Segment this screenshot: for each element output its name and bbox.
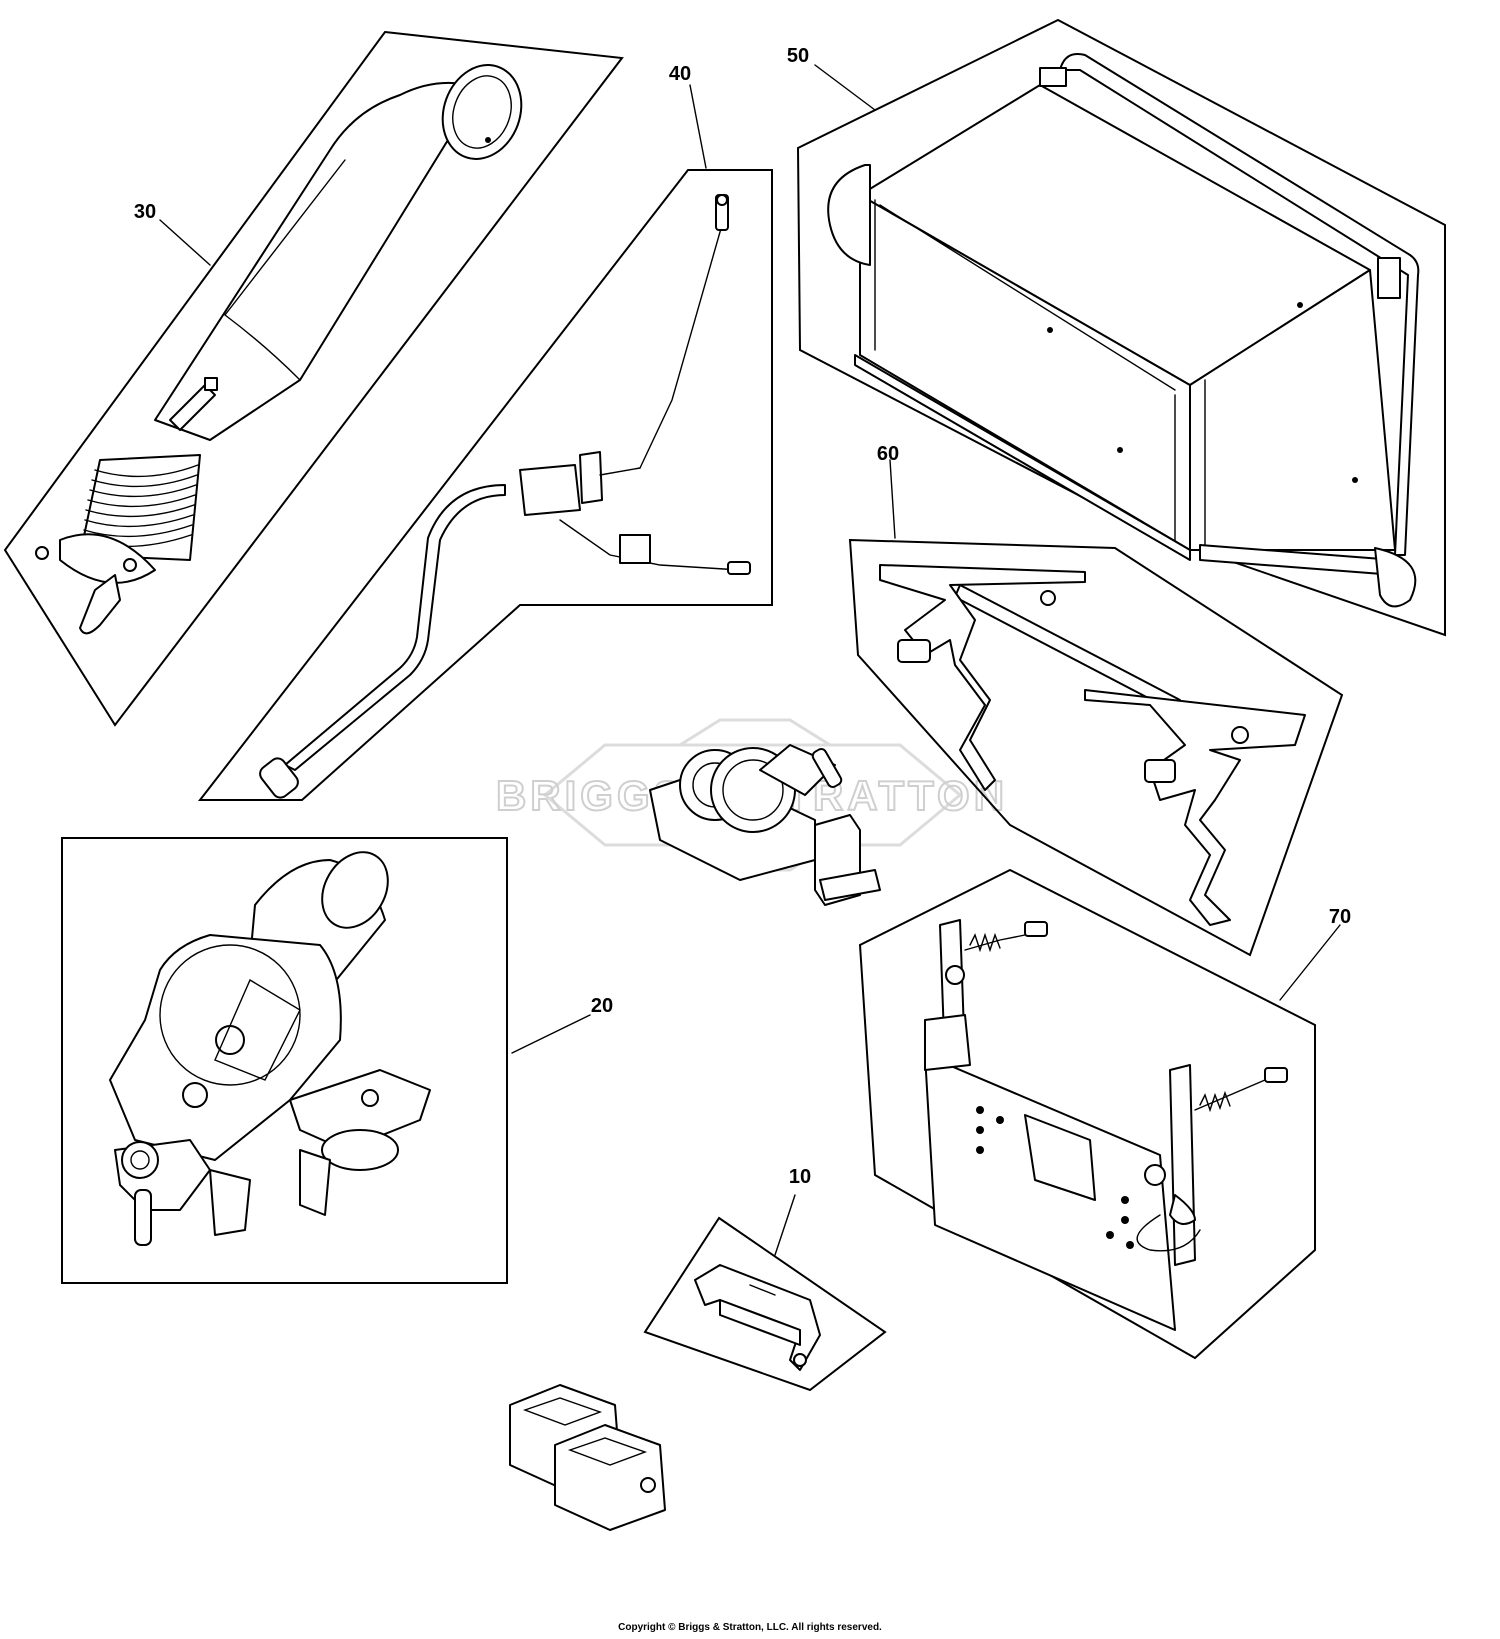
part-group-40[interactable] <box>197 169 773 801</box>
callout-60[interactable]: 60 <box>877 443 899 465</box>
hopper-handle-rail <box>1059 53 1420 556</box>
chute-tube <box>154 81 481 441</box>
hitch-bracket <box>694 1264 821 1371</box>
frame-10 <box>643 1216 887 1392</box>
lift-bracket-left <box>879 564 1086 791</box>
part-group-20[interactable] <box>61 837 508 1284</box>
frame-30 <box>3 30 624 727</box>
winch-assembly <box>649 744 881 906</box>
frame-70 <box>858 868 1316 1360</box>
callout-30[interactable]: 30 <box>134 201 156 223</box>
callout-10[interactable]: 10 <box>789 1166 811 1188</box>
hitch-plate <box>924 1054 1176 1331</box>
callout-labels: 30 40 50 60 20 70 10 <box>134 45 1351 1188</box>
frame-60 <box>848 538 1344 957</box>
part-group-30[interactable] <box>3 30 624 727</box>
lift-bracket-right <box>1084 689 1306 926</box>
part-group-60[interactable] <box>848 538 1344 957</box>
frame-40 <box>197 169 773 801</box>
control-rod <box>284 484 506 771</box>
lift-cross-bar <box>954 584 1181 713</box>
deflector-plate <box>289 1069 431 1151</box>
part-group-10[interactable] <box>643 1216 887 1392</box>
part-group-70[interactable] <box>858 868 1316 1360</box>
copyright-notice: Copyright © Briggs & Stratton, LLC. All … <box>618 1622 882 1633</box>
leader-lines <box>159 64 1341 1256</box>
part-group-50[interactable] <box>796 18 1446 637</box>
callout-20[interactable]: 20 <box>591 995 613 1017</box>
callout-70[interactable]: 70 <box>1329 906 1351 928</box>
bellows <box>79 454 201 561</box>
chute-top-ring <box>441 64 523 160</box>
callout-50[interactable]: 50 <box>787 45 809 67</box>
counter-weights <box>509 1384 666 1531</box>
frame-20 <box>61 837 508 1284</box>
callout-40[interactable]: 40 <box>669 63 691 85</box>
